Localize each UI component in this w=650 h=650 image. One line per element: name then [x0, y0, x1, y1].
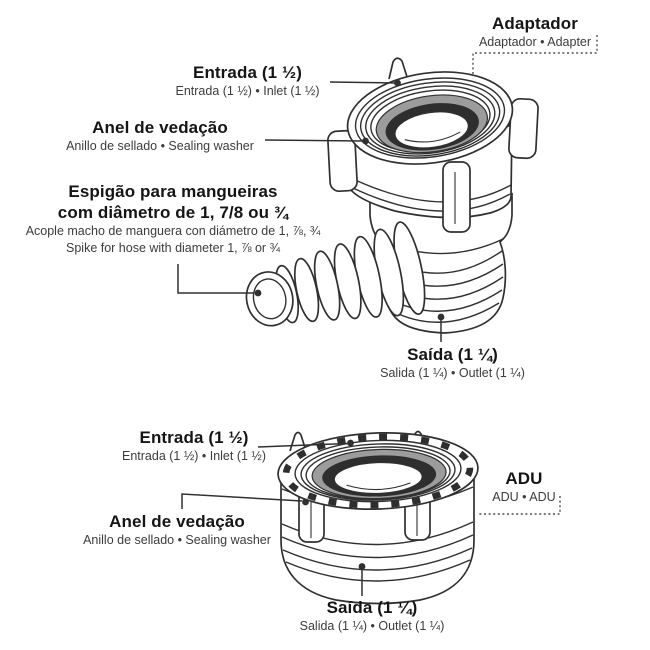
- adu-knurl-studs: [282, 433, 474, 509]
- adapter-spike-subtitle-line2: Spike for hose with diameter 1, ⅞ or ¾: [66, 241, 280, 255]
- adapter-washer-label: Anel de vedação Anillo de sellado • Seal…: [55, 117, 265, 155]
- adu-outlet-label: Saída (1 ¼) Salida (1 ¼) • Outlet (1 ¼): [278, 597, 466, 635]
- adapter-outlet-subtitle: Salida (1 ¼) • Outlet (1 ¼): [380, 366, 525, 380]
- adapter-leaders: [177, 35, 598, 342]
- adu-name-label: ADU ADU • ADU: [468, 468, 580, 506]
- adapter-outlet-label: Saída (1 ¼) Salida (1 ¼) • Outlet (1 ¼): [360, 344, 545, 382]
- adapter-inlet-leader: [329, 81, 396, 84]
- adapter-left-lug: [327, 129, 358, 193]
- adapter-right-lug: [508, 97, 539, 160]
- adapter-inlet-label: Entrada (1 ½) Entrada (1 ½) • Inlet (1 ½…: [165, 62, 330, 100]
- adapter-name-subtitle: Adaptador • Adapter: [478, 35, 592, 49]
- adapter-name-label: Adaptador Adaptador • Adapter: [460, 13, 610, 51]
- adapter-name-leader: [472, 35, 598, 74]
- adu-inlet-dot: [347, 439, 354, 447]
- adapter-spike-title-line2: com diâmetro de 1, 7/8 ou ¾: [57, 203, 289, 222]
- adapter-top-lug: [388, 57, 409, 81]
- adu-name-subtitle: ADU • ADU: [492, 490, 556, 504]
- adapter-washer-title: Anel de vedação: [92, 118, 228, 137]
- adapter-outlet-dot: [437, 313, 445, 321]
- adu-washer-leader: [181, 493, 303, 509]
- adu-name-leader: [478, 496, 561, 515]
- adapter-spike-subtitle-line1: Acople macho de manguera con diámetro de…: [25, 224, 321, 238]
- adu-inlet-leader: [257, 442, 348, 448]
- adapter-spike-dot: [254, 289, 262, 297]
- adapter-inlet-title: Entrada (1 ½): [193, 63, 302, 82]
- adapter-spike-title-line1: Espigão para mangueiras: [68, 182, 278, 201]
- adu-inlet-subtitle: Entrada (1 ½) • Inlet (1 ½): [121, 449, 267, 463]
- adu-leaders: [181, 439, 561, 596]
- adapter-rim: [346, 71, 514, 165]
- adu-rim: [277, 432, 479, 510]
- adapter-spike-leader: [177, 264, 254, 294]
- adu-washer-label: Anel de vedação Anillo de sellado • Seal…: [65, 511, 289, 549]
- adu-outlet-dot: [358, 563, 366, 570]
- adapter-inlet-subtitle: Entrada (1 ½) • Inlet (1 ½): [175, 84, 320, 98]
- adapter-front-lug: [442, 161, 471, 233]
- adu-outlet-subtitle: Salida (1 ¼) • Outlet (1 ¼): [299, 619, 445, 633]
- adapter-spike: [245, 221, 426, 327]
- adapter-washer-leader: [264, 139, 363, 142]
- adu-illustration: [277, 430, 479, 605]
- adu-washer-subtitle: Anillo de sellado • Sealing washer: [83, 533, 271, 547]
- adapter-inlet-dot: [394, 79, 401, 87]
- adapter-outlet-title: Saída (1 ¼): [407, 345, 498, 364]
- adapter-illustration: [245, 57, 539, 334]
- adu-washer-title: Anel de vedação: [109, 512, 245, 531]
- adu-left-lug: [289, 431, 307, 452]
- adu-outlet-title: Saída (1 ¼): [326, 598, 418, 617]
- adapter-washer-dot: [362, 137, 369, 145]
- adu-name-title: ADU: [505, 469, 543, 488]
- adu-washer-dot: [302, 498, 309, 506]
- adu-inlet-label: Entrada (1 ½) Entrada (1 ½) • Inlet (1 ½…: [103, 427, 285, 465]
- adapter-washer-subtitle: Anillo de sellado • Sealing washer: [66, 139, 254, 153]
- adu-inlet-title: Entrada (1 ½): [139, 428, 249, 447]
- adapter-name-title: Adaptador: [492, 14, 578, 33]
- adapter-spike-label: Espigão para mangueiras com diâmetro de …: [17, 181, 329, 257]
